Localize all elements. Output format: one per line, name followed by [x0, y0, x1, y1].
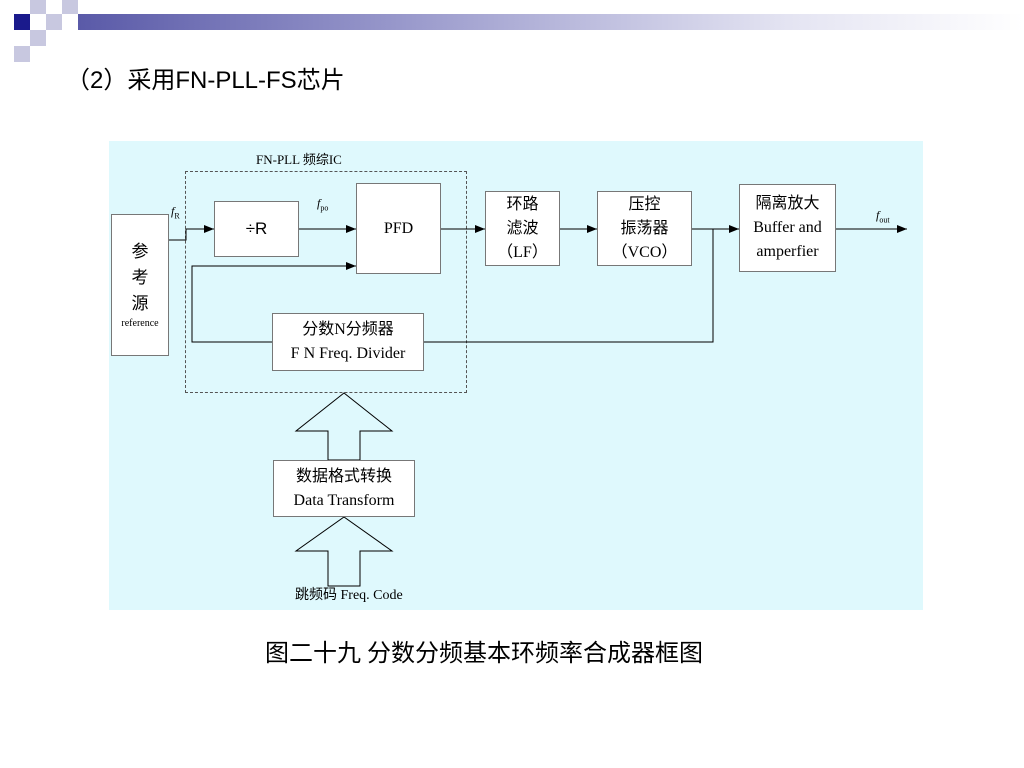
slide-title: （2）采用FN-PLL-FS芯片: [66, 67, 345, 94]
wire-ref-to-r: [169, 225, 214, 241]
vco-line: 压控: [628, 195, 661, 213]
loop-filter-line: 环路: [506, 195, 539, 213]
reference-char: 参: [131, 242, 149, 261]
freq-code-label: 跳频码 Freq. Code: [295, 588, 403, 603]
reference-char: 考: [131, 268, 149, 287]
buffer-amplifier-block: 隔离放大 Buffer and amperfier: [739, 184, 836, 272]
wire-divider-to-pfd: [191, 262, 356, 343]
loop-filter-line: （LF）: [497, 243, 548, 261]
signal-fout-sub: out: [879, 215, 890, 225]
signal-fr-sub: R: [174, 211, 180, 221]
fn-divider-line: 分数N分频器: [302, 321, 394, 338]
corner-square-light: [30, 30, 46, 46]
signal-label-fpo: fpo: [317, 196, 328, 212]
fn-pll-ic-boundary: [185, 171, 467, 393]
wire-feedback-vco-to-divider: [424, 229, 714, 343]
data-transform-block: 数据格式转换 Data Transform: [273, 460, 415, 517]
corner-square-light: [14, 46, 30, 62]
vco-line: 振荡器: [620, 219, 669, 237]
hollow-arrow-to-data-transform: [294, 516, 394, 587]
divider-r-block: ÷R: [214, 201, 299, 257]
loop-filter-block: 环路 滤波 （LF）: [485, 191, 560, 266]
pfd-label: PFD: [383, 219, 414, 237]
signal-fpo-sub: po: [320, 203, 329, 213]
buffer-line: amperfier: [756, 243, 819, 260]
pfd-block: PFD: [356, 183, 441, 274]
data-transform-line: 数据格式转换: [295, 467, 392, 485]
vco-line: （VCO）: [611, 243, 678, 261]
signal-fpo-main: f: [317, 196, 321, 210]
hollow-arrow-to-ic: [294, 392, 394, 461]
signal-fr-main: f: [171, 204, 175, 218]
signal-label-fr: fR: [171, 204, 180, 220]
fn-divider-line: F N Freq. Divider: [290, 345, 406, 362]
reference-subtitle: reference: [121, 318, 159, 329]
reference-char: 源: [131, 294, 149, 313]
header-gradient-bar: [78, 14, 1024, 30]
loop-filter-line: 滤波: [506, 219, 539, 237]
corner-square-light: [62, 0, 78, 14]
corner-square-light: [46, 14, 62, 30]
fractional-n-divider-block: 分数N分频器 F N Freq. Divider: [272, 313, 424, 371]
signal-fout-main: f: [876, 208, 880, 222]
signal-label-fout: fout: [876, 208, 890, 224]
buffer-line: Buffer and: [753, 219, 822, 236]
vco-block: 压控 振荡器 （VCO）: [597, 191, 692, 266]
corner-square-light: [30, 0, 46, 14]
corner-square-dark: [14, 14, 30, 30]
figure-caption: 图二十九 分数分频基本环频率合成器框图: [265, 641, 703, 667]
reference-source-block: 参 考 源 reference: [111, 214, 169, 356]
buffer-line: 隔离放大: [755, 195, 820, 212]
data-transform-line: Data Transform: [293, 491, 395, 509]
ic-label: FN-PLL 频综IC: [256, 152, 342, 167]
divider-r-label: ÷R: [245, 219, 268, 238]
